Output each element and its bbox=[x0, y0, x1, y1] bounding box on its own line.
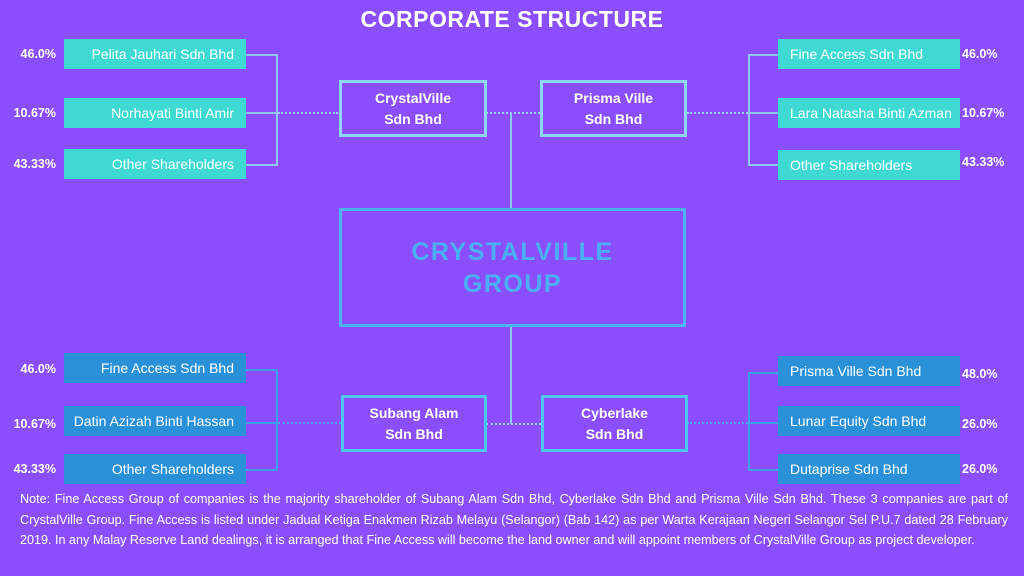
connector-line bbox=[748, 54, 750, 166]
shareholder-percent: 48.0% bbox=[962, 367, 998, 381]
connector-line bbox=[246, 469, 276, 471]
shareholder-percent: 43.33% bbox=[962, 155, 1005, 169]
connector-line bbox=[748, 422, 778, 424]
connector-line bbox=[246, 54, 276, 56]
shareholder-box: Other Shareholders bbox=[64, 149, 246, 179]
connector-line bbox=[510, 327, 512, 424]
company-suffix: Sdn Bhd bbox=[385, 425, 443, 442]
crystalville-group-box: CRYSTALVILLE GROUP bbox=[339, 208, 686, 327]
connector-line bbox=[510, 112, 512, 208]
connector-dotted bbox=[278, 422, 341, 424]
connector-dotted bbox=[687, 422, 748, 424]
connector-dotted bbox=[486, 112, 540, 114]
shareholder-box: Fine Access Sdn Bhd bbox=[64, 353, 246, 383]
footnote: Note: Fine Access Group of companies is … bbox=[20, 492, 1008, 547]
group-name: CRYSTALVILLE bbox=[411, 237, 614, 266]
company-name: Cyberlake bbox=[581, 404, 648, 421]
company-name: CrystalVille bbox=[374, 89, 451, 106]
connector-line bbox=[748, 469, 778, 471]
connector-dotted bbox=[278, 112, 338, 114]
shareholder-percent: 46.0% bbox=[962, 47, 998, 61]
connector-line bbox=[246, 164, 276, 166]
connector-line bbox=[748, 372, 778, 374]
company-suffix: Sdn Bhd bbox=[585, 425, 644, 442]
shareholder-percent: 46.0% bbox=[20, 362, 56, 376]
connector-line bbox=[246, 422, 276, 424]
shareholder-box: Lunar Equity Sdn Bhd bbox=[778, 406, 960, 436]
connector-line bbox=[246, 112, 276, 114]
company-name: Prisma Ville bbox=[573, 89, 654, 106]
company-name: Subang Alam bbox=[369, 404, 459, 421]
shareholder-box: Fine Access Sdn Bhd bbox=[778, 39, 960, 69]
shareholder-box: Dutaprise Sdn Bhd bbox=[778, 454, 960, 484]
shareholder-percent: 46.0% bbox=[20, 47, 56, 61]
shareholder-box: Lara Natasha Binti Azman bbox=[778, 98, 960, 128]
shareholder-box: Pelita Jauhari Sdn Bhd bbox=[64, 39, 246, 69]
shareholder-percent: 26.0% bbox=[962, 462, 998, 476]
page-title: CORPORATE STRUCTURE bbox=[360, 6, 664, 32]
connector-line bbox=[748, 112, 778, 114]
shareholder-box: Datin Azizah Binti Hassan bbox=[64, 406, 246, 436]
company-suffix: Sdn Bhd bbox=[584, 110, 643, 127]
shareholder-percent: 26.0% bbox=[962, 417, 998, 431]
connector-dotted bbox=[486, 423, 541, 425]
connector-dotted bbox=[687, 112, 748, 114]
company-suffix: Sdn Bhd bbox=[384, 110, 442, 127]
connector-line bbox=[748, 54, 778, 56]
shareholder-box: Norhayati Binti Amir bbox=[64, 98, 246, 128]
shareholder-box: Prisma Ville Sdn Bhd bbox=[778, 356, 960, 386]
shareholder-percent: 10.67% bbox=[962, 106, 1005, 120]
connector-line bbox=[748, 164, 778, 166]
shareholder-percent: 10.67% bbox=[13, 417, 56, 431]
connector-line bbox=[246, 369, 276, 371]
shareholder-box: Other Shareholders bbox=[778, 150, 960, 180]
connector-line bbox=[276, 54, 278, 166]
shareholder-box: Other Shareholders bbox=[64, 454, 246, 484]
connector-line bbox=[748, 372, 750, 471]
shareholder-percent: 43.33% bbox=[13, 157, 56, 171]
connector-line bbox=[276, 369, 278, 471]
shareholder-percent: 43.33% bbox=[13, 462, 56, 476]
shareholder-percent: 10.67% bbox=[13, 106, 56, 120]
group-label: GROUP bbox=[462, 269, 563, 298]
